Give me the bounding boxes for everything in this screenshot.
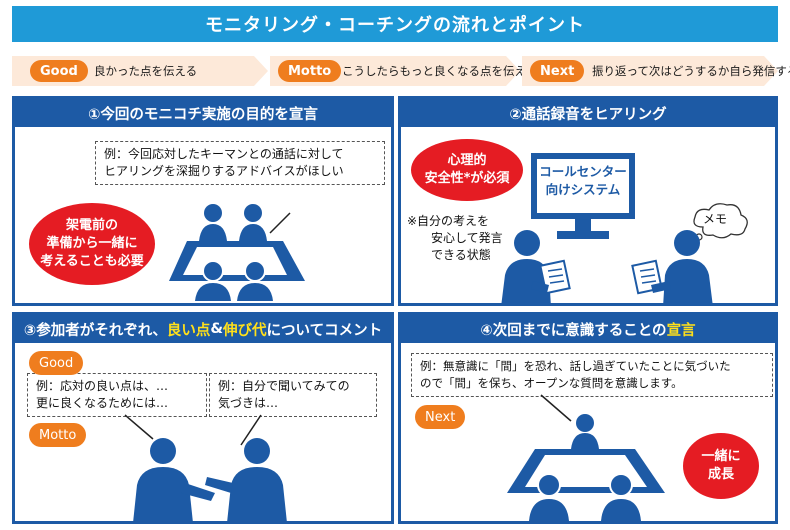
listener-person-left-icon [501,230,571,303]
next-tag: Next [530,60,585,82]
round-table-people-icon [507,414,665,521]
comment-example-bubble-left: 例：応対の良い点は、… 更に良くなるためには… [27,373,207,417]
page-title: モニタリング・コーチングの流れとポイント [12,6,778,42]
monitor-icon [531,153,635,239]
good-tag: Good [30,60,88,82]
call-center-system-label: コールセンター 向けシステム [539,164,627,197]
next-badge: Next [415,405,466,429]
comment-example-bubble-right: 例：自分で聞いてみての 気づきは… [209,373,377,417]
listener-person-right-icon [631,230,713,303]
psychological-safety-footnote: ※自分の考えを 安心して発言 できる状態 [407,214,503,262]
meeting-table-people-icon [169,204,305,301]
bubble-tails [124,414,262,446]
declaration-example-bubble: 例：無意識に「間」を恐れ、話し過ぎていたことに気づいた ので「間」を保ち、オープ… [411,353,773,397]
panel-comments-heading: ③参加者がそれぞれ、良い点&伸び代についてコメント [15,315,391,343]
discussing-people-icon [133,438,287,521]
panel-comments: ③参加者がそれぞれ、良い点&伸び代についてコメント 例：応対の良い点は、… 更に… [12,312,394,524]
panel-declaration-heading: ④次回までに意識することの宣言 [401,315,775,343]
motto-description: こうしたらもっと良くなる点を伝える [342,64,538,78]
memo-label: メモ [703,212,728,226]
step-good: Good 良かった点を伝える [12,56,268,86]
panel-purpose-heading: ①今回のモニコチ実施の目的を宣言 [15,99,391,127]
motto-badge: Motto [29,423,87,447]
grow-together-oval: 一緒に 成長 [683,433,759,499]
purpose-example-bubble: 例：今回応対したキーマンとの通話に対して ヒアリングを深掘りするアドバイスがほし… [95,141,385,185]
good-description: 良かった点を伝える [94,64,198,78]
good-badge: Good [29,351,84,375]
bubble-tail-declaration [540,394,572,422]
psychological-safety-oval: 心理的 安全性*が必須 [411,139,523,201]
step-next: Next 振り返って次はどうするか自ら発信する [522,56,790,86]
next-description: 振り返って次はどうするか自ら発信する [592,64,790,78]
panel-listening-heading: ②通話録音をヒアリング [401,99,775,127]
panel-purpose: ①今回のモニコチ実施の目的を宣言 例：今回応対したキーマンとの通話に対して ヒア… [12,96,394,306]
panel-listening: ②通話録音をヒアリング 心理的 安全性*が必須 ※自分の考えを 安心して発言 で… [398,96,778,306]
step-motto: Motto こうしたらもっと良くなる点を伝える [270,56,537,86]
preparation-note-oval: 架電前の 準備から一緒に 考えることも必要 [29,203,155,285]
panel-declaration: ④次回までに意識することの宣言 例：無意識に「間」を恐れ、話し過ぎていたことに気… [398,312,778,524]
motto-tag: Motto [278,60,342,82]
